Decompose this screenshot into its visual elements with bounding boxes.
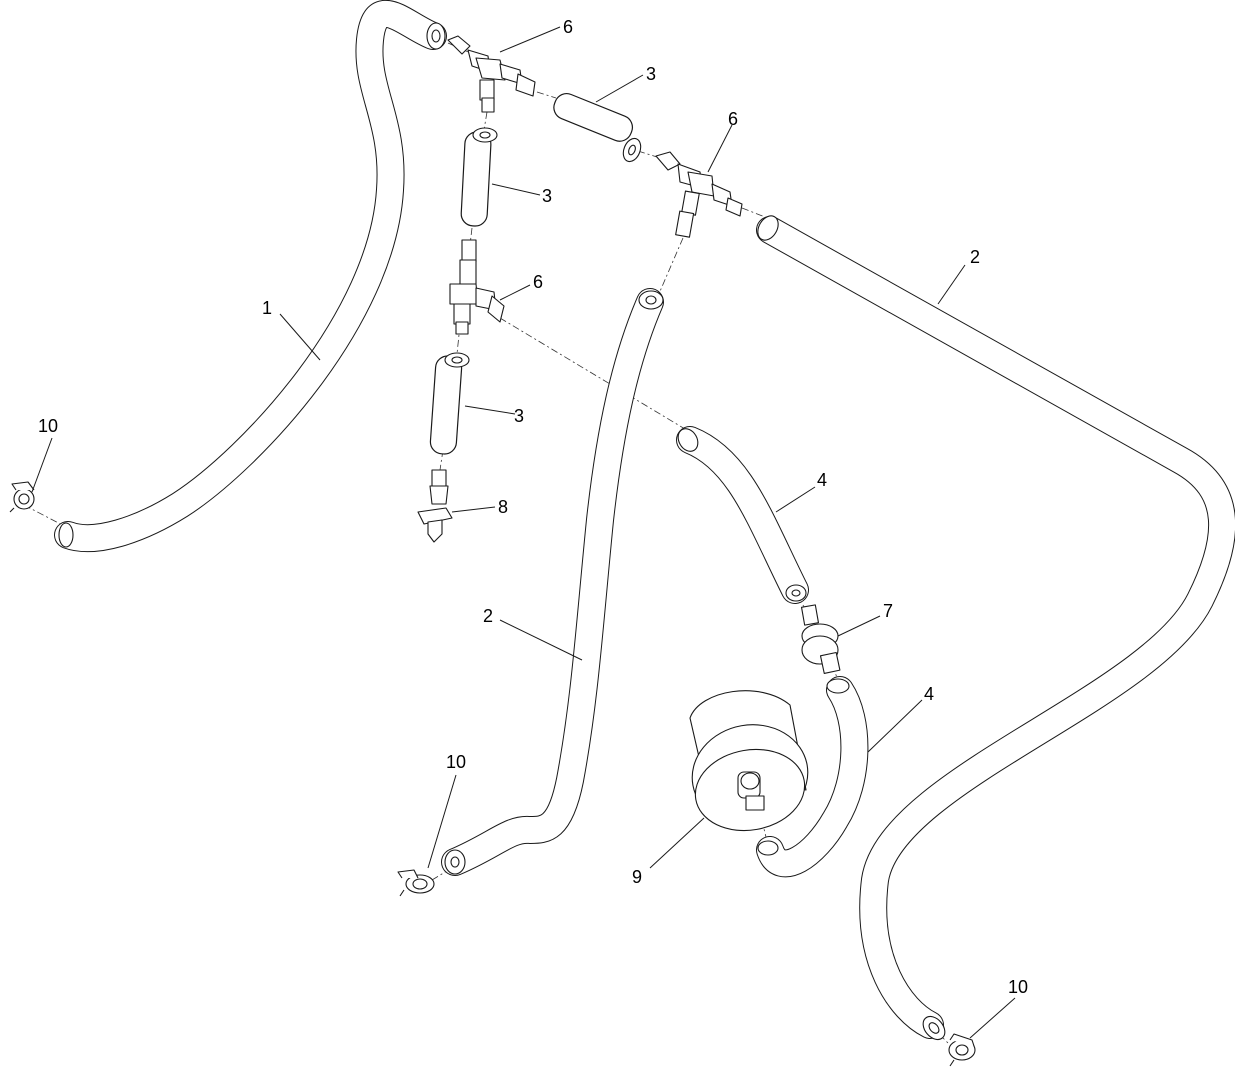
callout-6-tee-top: 6 (563, 17, 573, 37)
callout-3-tube-lower: 3 (514, 406, 524, 426)
tee-fitting-6-right (655, 151, 743, 238)
hose-4-upper (676, 426, 809, 604)
tube-3-lower (429, 352, 470, 455)
assembly-centerlines (23, 42, 956, 1051)
hose-clamp-10-middle (397, 869, 435, 897)
hose-2-long (756, 215, 1235, 1041)
callout-10-clamp-middle: 10 (446, 752, 466, 772)
callout-6-tee-middle: 6 (533, 272, 543, 292)
tee-fitting-6-top (447, 35, 536, 113)
callout-10-clamp-left: 10 (38, 416, 58, 436)
callout-2-hose-vertical: 2 (483, 606, 493, 626)
hose-4-lower (756, 676, 869, 878)
leader-lines (31, 26, 1016, 1039)
hose-2-vertical (441, 288, 664, 876)
check-valve-7 (800, 604, 841, 674)
fuel-filter-9 (689, 690, 809, 832)
callout-10-clamp-right: 10 (1008, 977, 1028, 997)
callout-8-barb-fitting: 8 (498, 497, 508, 517)
hose-clamp-10-right (948, 1033, 976, 1067)
hose-clamp-10-left (9, 481, 35, 513)
hose-1 (54, 0, 447, 553)
barb-fitting-8 (417, 469, 453, 543)
tee-fitting-6-middle (449, 239, 505, 335)
callout-7-check-valve: 7 (883, 601, 893, 621)
callout-9-fuel-filter: 9 (632, 867, 642, 887)
callout-2-hose-long: 2 (970, 247, 980, 267)
tube-3-top (553, 93, 642, 163)
callout-4-hose-upper: 4 (817, 470, 827, 490)
callout-6-tee-right: 6 (728, 109, 738, 129)
callout-3-tube-top: 3 (646, 64, 656, 84)
callout-1-hose: 1 (262, 298, 272, 318)
callout-labels: 1 10 6 3 6 3 6 3 8 2 4 2 7 4 10 9 10 (38, 17, 1028, 997)
tube-3-middle (460, 127, 498, 227)
callout-3-tube-middle: 3 (542, 186, 552, 206)
callout-4-hose-lower: 4 (924, 684, 934, 704)
